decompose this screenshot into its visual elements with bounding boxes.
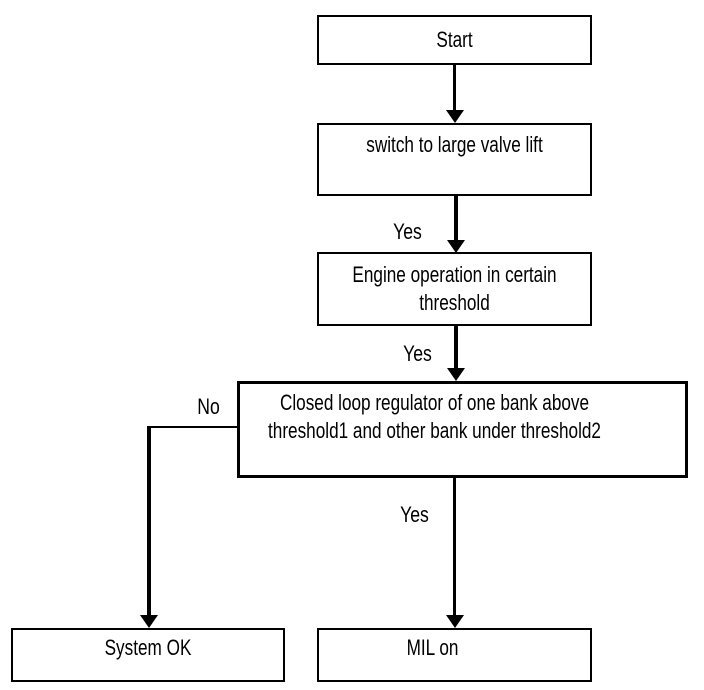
arrow-line-no-branch-vertical [147,426,151,616]
edge-label-yes-engine-to-closed-loop: Yes [403,341,432,366]
edge-label-yes-switch-to-engine: Yes [393,219,422,244]
arrowhead-down-icon [446,110,464,123]
arrowhead-down-icon [446,615,464,628]
node-start: Start [317,15,592,65]
node-system-ok-label: System OK [104,635,192,660]
node-switch-to-large-valve-lift: switch to large valve lift [317,123,592,196]
node-system-ok: System OK [11,628,285,682]
arrowhead-down-icon [447,240,465,253]
arrow-line-closed-loop-to-mil [453,478,456,616]
node-mil-on: MIL on [317,628,592,682]
edge-label-yes-closed-loop-to-mil: Yes [400,502,429,527]
node-switch-label: switch to large valve lift [366,132,543,157]
node-closed-loop-regulator: Closed loop regulator of one bank above … [237,381,688,478]
node-engine-label: Engine operation in certain threshold [352,262,557,315]
edge-label-no-closed-loop-to-system-ok: No [197,394,220,419]
arrow-line-no-branch-horizontal [148,426,237,428]
arrowhead-down-icon [140,615,158,628]
node-start-label: Start [436,27,473,52]
node-mil-on-label: MIL on [406,635,459,660]
arrowhead-down-icon [447,368,465,381]
node-engine-operation-threshold: Engine operation in certain threshold [317,252,592,326]
arrow-line-start-to-switch [453,65,456,112]
arrow-line-engine-to-closed-loop [454,326,458,370]
node-closed-loop-label: Closed loop regulator of one bank above … [268,390,601,443]
arrow-line-switch-to-engine [454,196,458,242]
